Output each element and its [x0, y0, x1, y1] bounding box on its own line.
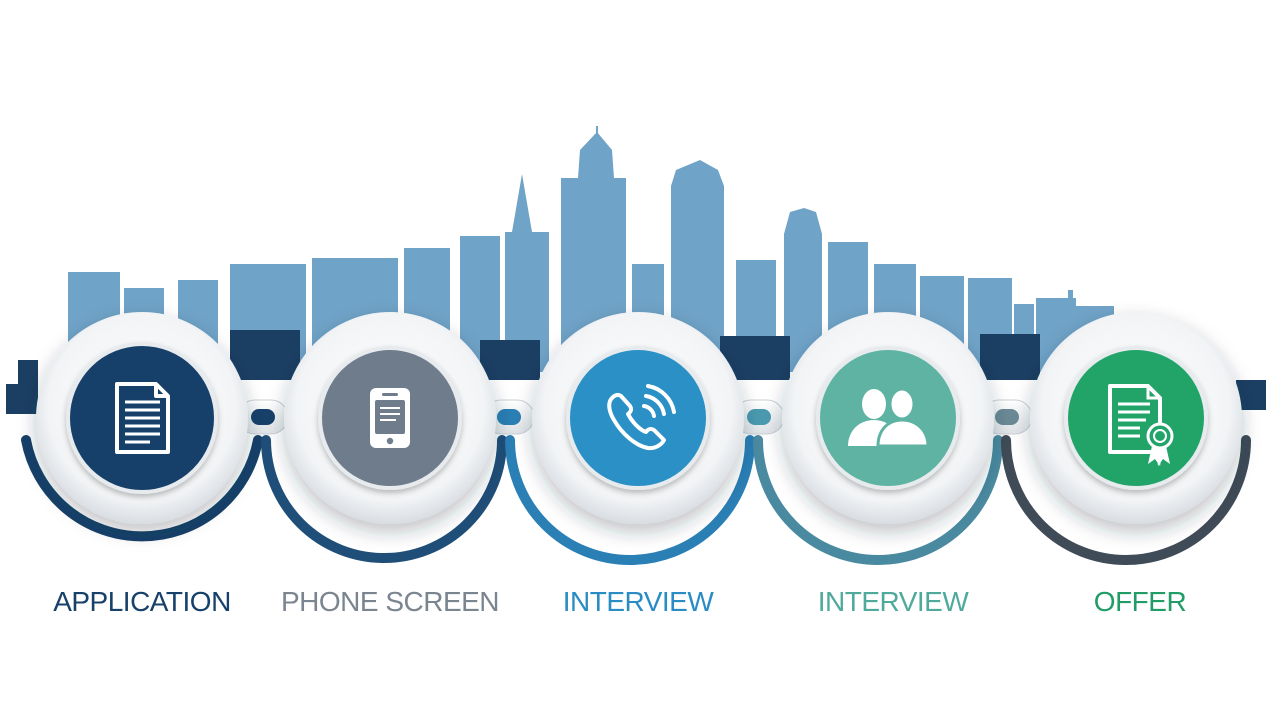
step-label-phone-screen: PHONE SCREEN: [280, 586, 500, 617]
certificate-icon: [1108, 384, 1174, 466]
step-label-interview-2: INTERVIEW: [817, 586, 969, 617]
step-label-offer: OFFER: [1093, 586, 1187, 617]
two-people-icon: [848, 387, 930, 448]
step-connectors: [237, 399, 1033, 435]
step-label-interview-1: INTERVIEW: [562, 586, 714, 617]
step-application: [36, 312, 248, 524]
connector-arcs: [21, 435, 1251, 565]
skyline-front: [6, 330, 1266, 414]
mobile-phone-icon: [370, 388, 410, 448]
step-label-application: APPLICATION: [53, 586, 231, 617]
step-interview-people: [782, 312, 994, 524]
step-offer: [1030, 312, 1242, 524]
step-phone-screen: [284, 312, 496, 524]
phone-call-icon: [607, 384, 676, 451]
document-icon: [115, 382, 170, 454]
step-interview-call: [532, 312, 744, 524]
